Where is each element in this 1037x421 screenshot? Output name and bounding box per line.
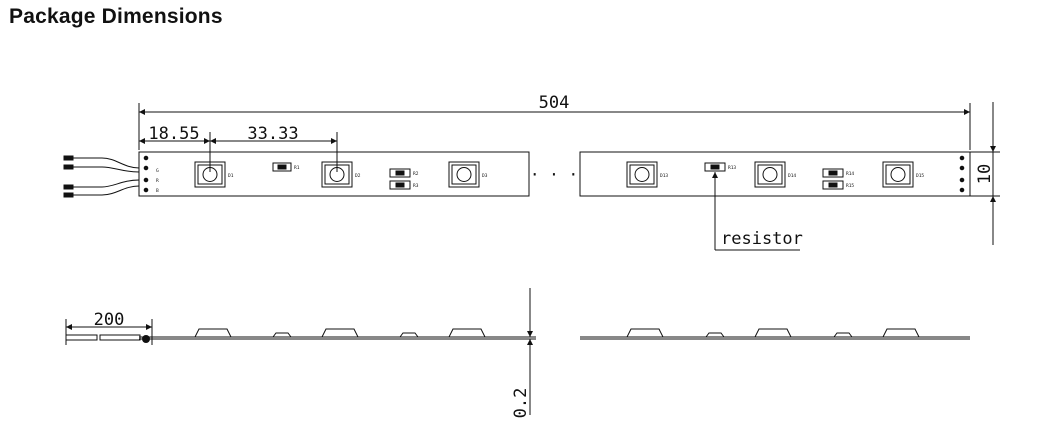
resistor-component [389, 168, 411, 190]
resistor-component [704, 162, 726, 172]
dimension-width-label: 10 [975, 164, 995, 184]
led-designator: D3 [482, 173, 488, 179]
resistor-component [822, 168, 844, 190]
led-package [321, 161, 353, 188]
dimension-lead-length-label: 200 [94, 310, 125, 330]
resistor-designator: R14 [846, 171, 854, 177]
led-package [626, 161, 658, 188]
dimension-lead-length [65, 319, 153, 345]
top-view [63, 102, 1000, 251]
dimension-first-led-offset-label: 18.55 [148, 124, 199, 144]
strip-segment-left [138, 151, 530, 197]
dimension-total-length-label: 504 [539, 93, 570, 113]
led-designator: D13 [660, 173, 668, 179]
continuation-dots: · · · [530, 165, 578, 184]
led-package [754, 161, 786, 188]
resistor-designator: R13 [728, 165, 736, 171]
resistor-callout-label: resistor [721, 229, 803, 249]
lead-wire-side [65, 334, 150, 343]
led-designator: D14 [788, 173, 796, 179]
led-designator: D1 [228, 173, 234, 179]
dimension-thickness-label: 0.2 [511, 388, 531, 419]
wire-label: B [156, 188, 159, 194]
resistor-designator: R3 [413, 183, 419, 189]
resistor-callout-leader [712, 172, 800, 251]
resistor-designator: R2 [413, 171, 419, 177]
board-side-right [580, 328, 970, 340]
led-package [448, 161, 480, 188]
wire-label: R [156, 178, 159, 184]
resistor-designator: R1 [294, 165, 300, 171]
side-view [65, 288, 970, 415]
resistor-component [272, 162, 292, 172]
lead-wires [63, 155, 140, 198]
strip-segment-right [579, 151, 971, 197]
resistor-designator: R15 [846, 183, 854, 189]
board-side-left [139, 328, 536, 340]
led-designator: D2 [355, 173, 361, 179]
page-title: Package Dimensions [9, 5, 223, 28]
led-package [194, 161, 226, 188]
led-package [882, 161, 914, 188]
dimension-width [970, 102, 1000, 245]
wire-label: G [156, 168, 159, 174]
led-designator: D15 [916, 173, 924, 179]
dimension-led-pitch-label: 33.33 [247, 124, 298, 144]
